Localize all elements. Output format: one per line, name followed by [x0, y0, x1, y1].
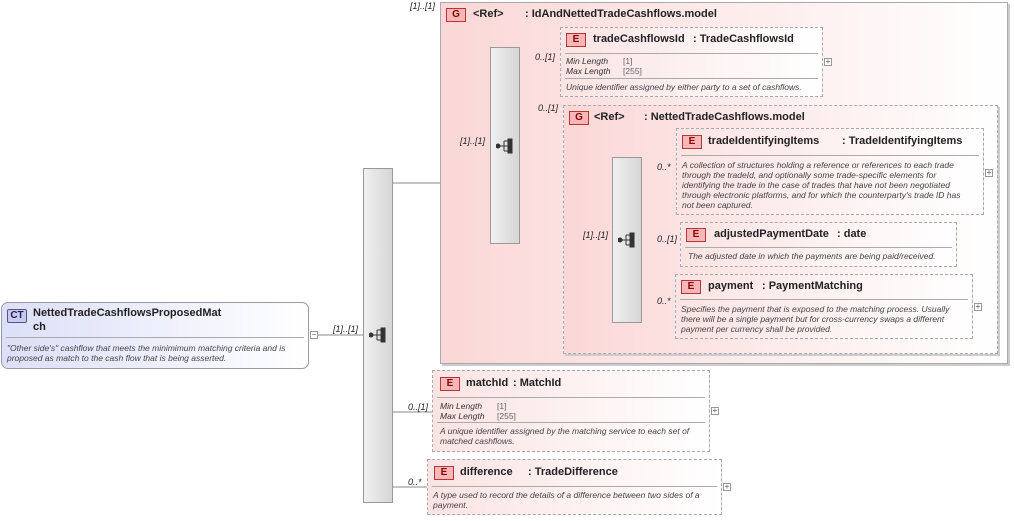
group2-name: : NettedTradeCashflows.model — [644, 111, 805, 123]
element-description: The adjusted date in which the payments … — [688, 251, 936, 261]
element-description-line1: A collection of structures holding a ref… — [682, 160, 954, 170]
element-payment[interactable]: E payment : PaymentMatching Specifies th… — [675, 274, 973, 339]
element-tradecashflowsid[interactable]: E tradeCashflowsId : TradeCashflowsId Mi… — [560, 27, 823, 97]
payment-cardinality: 0..* — [657, 296, 671, 306]
root-description-line1: "Other side's" cashflow that meets the m… — [7, 343, 286, 353]
element-badge: E — [682, 135, 702, 149]
element-type: : TradeIdentifyingItems — [842, 135, 963, 147]
group1-name: : IdAndNettedTradeCashflows.model — [525, 8, 717, 20]
element-adjustedpaymentdate[interactable]: E adjustedPaymentDate : date The adjuste… — [680, 222, 957, 267]
group-badge: G — [446, 8, 466, 22]
element-description-line2: payment. — [433, 500, 468, 510]
outer-sequence-cardinality: [1]..[1] — [333, 324, 359, 334]
root-description-line2: proposed as match to the cash flow that … — [7, 353, 227, 363]
tradeidentifyingitems-cardinality: 0..* — [657, 162, 671, 172]
group-badge: G — [569, 111, 589, 125]
element-description-line1: Specifies the payment that is exposed to… — [681, 304, 950, 314]
group1-cardinality: [1]..[1] — [410, 1, 436, 11]
separator — [432, 486, 717, 487]
separator — [680, 299, 968, 300]
element-name: payment — [708, 280, 754, 292]
difference-cardinality: 0..* — [408, 477, 422, 487]
element-type: : date — [837, 228, 867, 240]
facet-max-length-value: [255] — [623, 66, 642, 76]
element-description: Unique identifier assigned by either par… — [566, 82, 802, 92]
element-description-line1: A unique identifier assigned by the matc… — [440, 426, 690, 436]
facet-min-length-value: [1] — [497, 401, 507, 411]
sequence-icon — [496, 138, 513, 154]
element-description-line3: payment per currency shall be provided. — [681, 324, 833, 334]
facet-max-length-value: [255] — [497, 411, 516, 421]
complex-type-badge: CT — [7, 309, 27, 323]
expand-toggle[interactable]: + — [974, 302, 982, 311]
element-name: difference — [460, 466, 513, 478]
facet-max-length: Max Length — [440, 411, 485, 421]
separator — [6, 337, 304, 338]
element-description-line5: not been captured. — [682, 200, 753, 210]
tradecashflowsid-cardinality: 0..[1] — [535, 52, 556, 62]
matchid-cardinality: 0..[1] — [408, 402, 429, 412]
element-description-line2: through the tradeId, and optionally some… — [682, 170, 937, 180]
expand-toggle[interactable]: + — [824, 57, 832, 66]
element-name: adjustedPaymentDate — [714, 228, 829, 240]
element-description-line2: there will be a single payment but for c… — [681, 314, 945, 324]
element-type: : MatchId — [513, 377, 562, 389]
element-difference[interactable]: E difference : TradeDifference A type us… — [427, 459, 722, 515]
separator — [565, 53, 818, 54]
separator — [681, 155, 979, 156]
element-description-line1: A type used to record the details of a d… — [433, 490, 700, 500]
expand-toggle[interactable]: + — [985, 168, 993, 177]
separator — [437, 397, 705, 398]
root-name-line2: ch — [33, 321, 46, 333]
element-badge: E — [434, 466, 454, 480]
separator — [685, 247, 952, 248]
root-complex-type[interactable]: CT NettedTradeCashflowsProposedMat ch "O… — [1, 302, 309, 369]
element-badge: E — [686, 228, 706, 242]
group2-cardinality: 0..[1] — [538, 103, 559, 113]
group1-ref: <Ref> — [473, 8, 504, 20]
element-matchid[interactable]: E matchId : MatchId Min Length [1] Max L… — [432, 370, 710, 452]
element-badge: E — [681, 280, 701, 294]
element-type: : PaymentMatching — [762, 280, 863, 292]
expand-toggle[interactable]: + — [711, 406, 719, 415]
element-name: tradeIdentifyingItems — [708, 135, 820, 147]
element-description-line2: matched cashflows. — [440, 436, 515, 446]
element-description-line4: through electronic platforms, and for wh… — [682, 190, 961, 200]
separator — [565, 78, 818, 79]
adjustedpaymentdate-cardinality: 0..[1] — [657, 234, 678, 244]
element-name: tradeCashflowsId — [593, 33, 685, 45]
element-badge: E — [566, 33, 586, 47]
group2-sequence-cardinality: [1]..[1] — [583, 230, 609, 240]
facet-min-length: Min Length — [440, 401, 483, 411]
facet-min-length-value: [1] — [623, 56, 633, 66]
element-description-line3: identifying the trade in the case of tra… — [682, 180, 950, 190]
element-name: matchId — [466, 377, 509, 389]
facet-max-length: Max Length — [566, 66, 611, 76]
separator — [437, 422, 705, 423]
expand-toggle[interactable]: + — [723, 482, 731, 491]
element-type: : TradeCashflowsId — [693, 33, 794, 45]
element-badge: E — [440, 377, 460, 391]
root-name-line1: NettedTradeCashflowsProposedMat — [33, 307, 222, 319]
sequence-icon — [618, 232, 635, 248]
group1-sequence-cardinality: [1]..[1] — [460, 136, 486, 146]
collapse-toggle[interactable]: − — [310, 330, 318, 339]
sequence-icon — [369, 327, 386, 343]
group2-ref: <Ref> — [594, 111, 625, 123]
element-type: : TradeDifference — [528, 466, 618, 478]
element-tradeidentifyingitems[interactable]: E tradeIdentifyingItems : TradeIdentifyi… — [676, 128, 984, 215]
facet-min-length: Min Length — [566, 56, 609, 66]
